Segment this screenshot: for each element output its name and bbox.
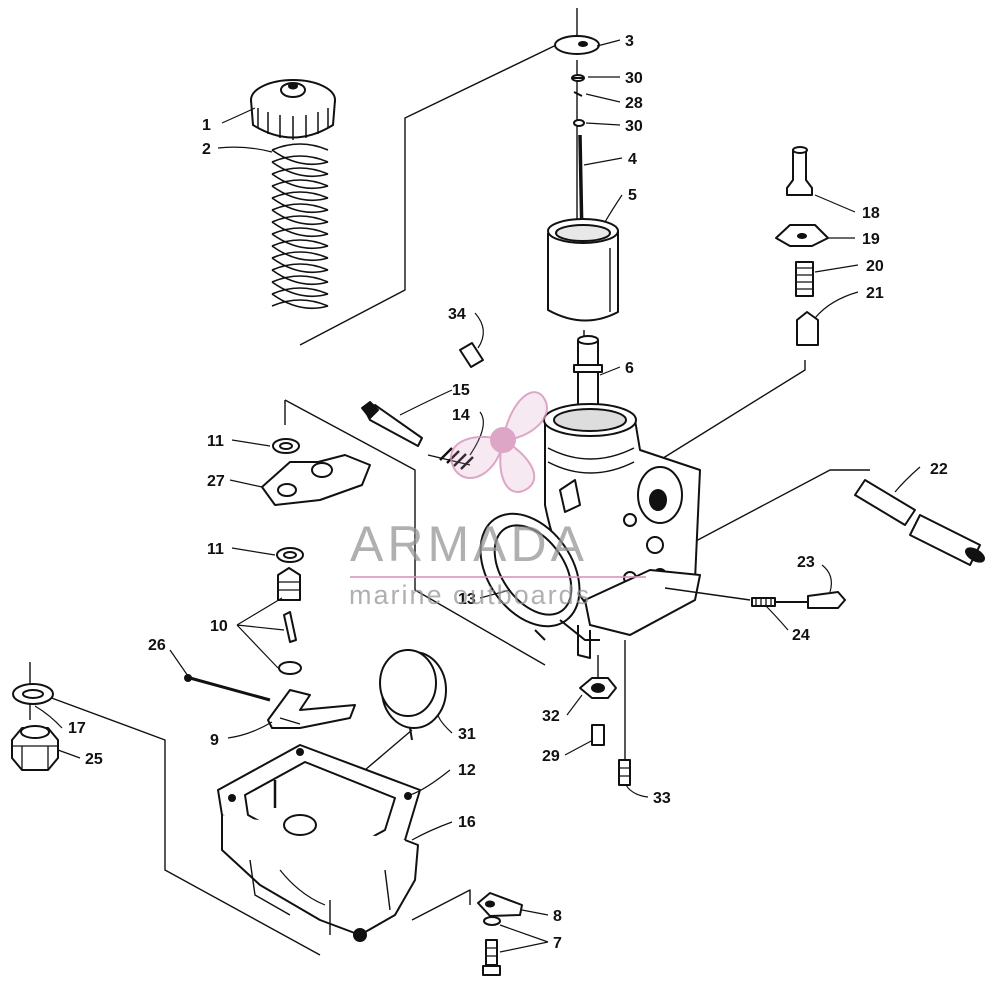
- callout-4: 4: [628, 151, 637, 168]
- needle-jet: [573, 335, 603, 411]
- callout-7: 7: [553, 935, 562, 952]
- bowl-clip-and-screw: [477, 892, 523, 976]
- callout-leaders: [34, 39, 921, 953]
- callout-23: 23: [797, 554, 815, 571]
- throttle-spring: [271, 143, 329, 310]
- callout-22: 22: [930, 461, 948, 478]
- top-clip-parts: [554, 35, 600, 241]
- callout-12: 12: [458, 762, 476, 779]
- carburetor-body: [479, 403, 701, 659]
- callout-19: 19: [862, 231, 880, 248]
- callout-18: 18: [862, 205, 880, 222]
- callout-26: 26: [148, 637, 166, 654]
- float-valve-parts: [261, 438, 371, 675]
- callout-32: 32: [542, 708, 560, 725]
- callout-6: 6: [625, 360, 634, 377]
- float-arm-parts: [184, 649, 447, 741]
- callout-34: 34: [448, 306, 466, 323]
- jet-parts: [579, 677, 631, 786]
- callout-11-top: 11: [207, 433, 224, 450]
- callout-labels: 1 2 3 30 28 30 4 5 6 18 19 20 21 34 15 1…: [68, 33, 948, 952]
- callout-29: 29: [542, 748, 560, 765]
- throttle-slide: [547, 218, 619, 322]
- callout-13: 13: [458, 591, 476, 608]
- fuel-inlet-parts: [775, 146, 829, 346]
- callout-31: 31: [458, 726, 476, 743]
- drain-plug-parts: [11, 683, 59, 771]
- callout-9: 9: [210, 732, 219, 749]
- callout-3: 3: [625, 33, 634, 50]
- callout-2: 2: [202, 141, 211, 158]
- callout-27: 27: [207, 473, 225, 490]
- callout-33: 33: [653, 790, 671, 807]
- callout-16: 16: [458, 814, 476, 831]
- callout-5: 5: [628, 187, 637, 204]
- vent-tube-and-pilot-screw: [664, 479, 986, 609]
- idle-screw-parts: [361, 342, 484, 470]
- callout-8: 8: [553, 908, 562, 925]
- callout-10: 10: [210, 618, 228, 635]
- callout-11-bottom: 11: [207, 541, 224, 558]
- callout-30-bottom: 30: [625, 118, 643, 135]
- callout-21: 21: [866, 285, 884, 302]
- callout-17: 17: [68, 720, 86, 737]
- carburetor-cap: [250, 79, 336, 140]
- callout-24: 24: [792, 627, 810, 644]
- watermark-propeller-logo: [450, 391, 548, 493]
- float-bowl: [217, 744, 421, 942]
- callout-20: 20: [866, 258, 884, 275]
- callout-1: 1: [202, 117, 211, 134]
- callout-15: 15: [452, 382, 470, 399]
- callout-30-top: 30: [625, 70, 643, 87]
- watermark-brand-text: ARMADA: [350, 516, 588, 572]
- callout-14: 14: [452, 407, 470, 424]
- watermark-divider: [350, 576, 646, 578]
- callout-25: 25: [85, 751, 103, 768]
- watermark-tagline: marine outboards: [349, 580, 592, 610]
- callout-28: 28: [625, 95, 643, 112]
- assembly-guide-lines: [29, 8, 870, 956]
